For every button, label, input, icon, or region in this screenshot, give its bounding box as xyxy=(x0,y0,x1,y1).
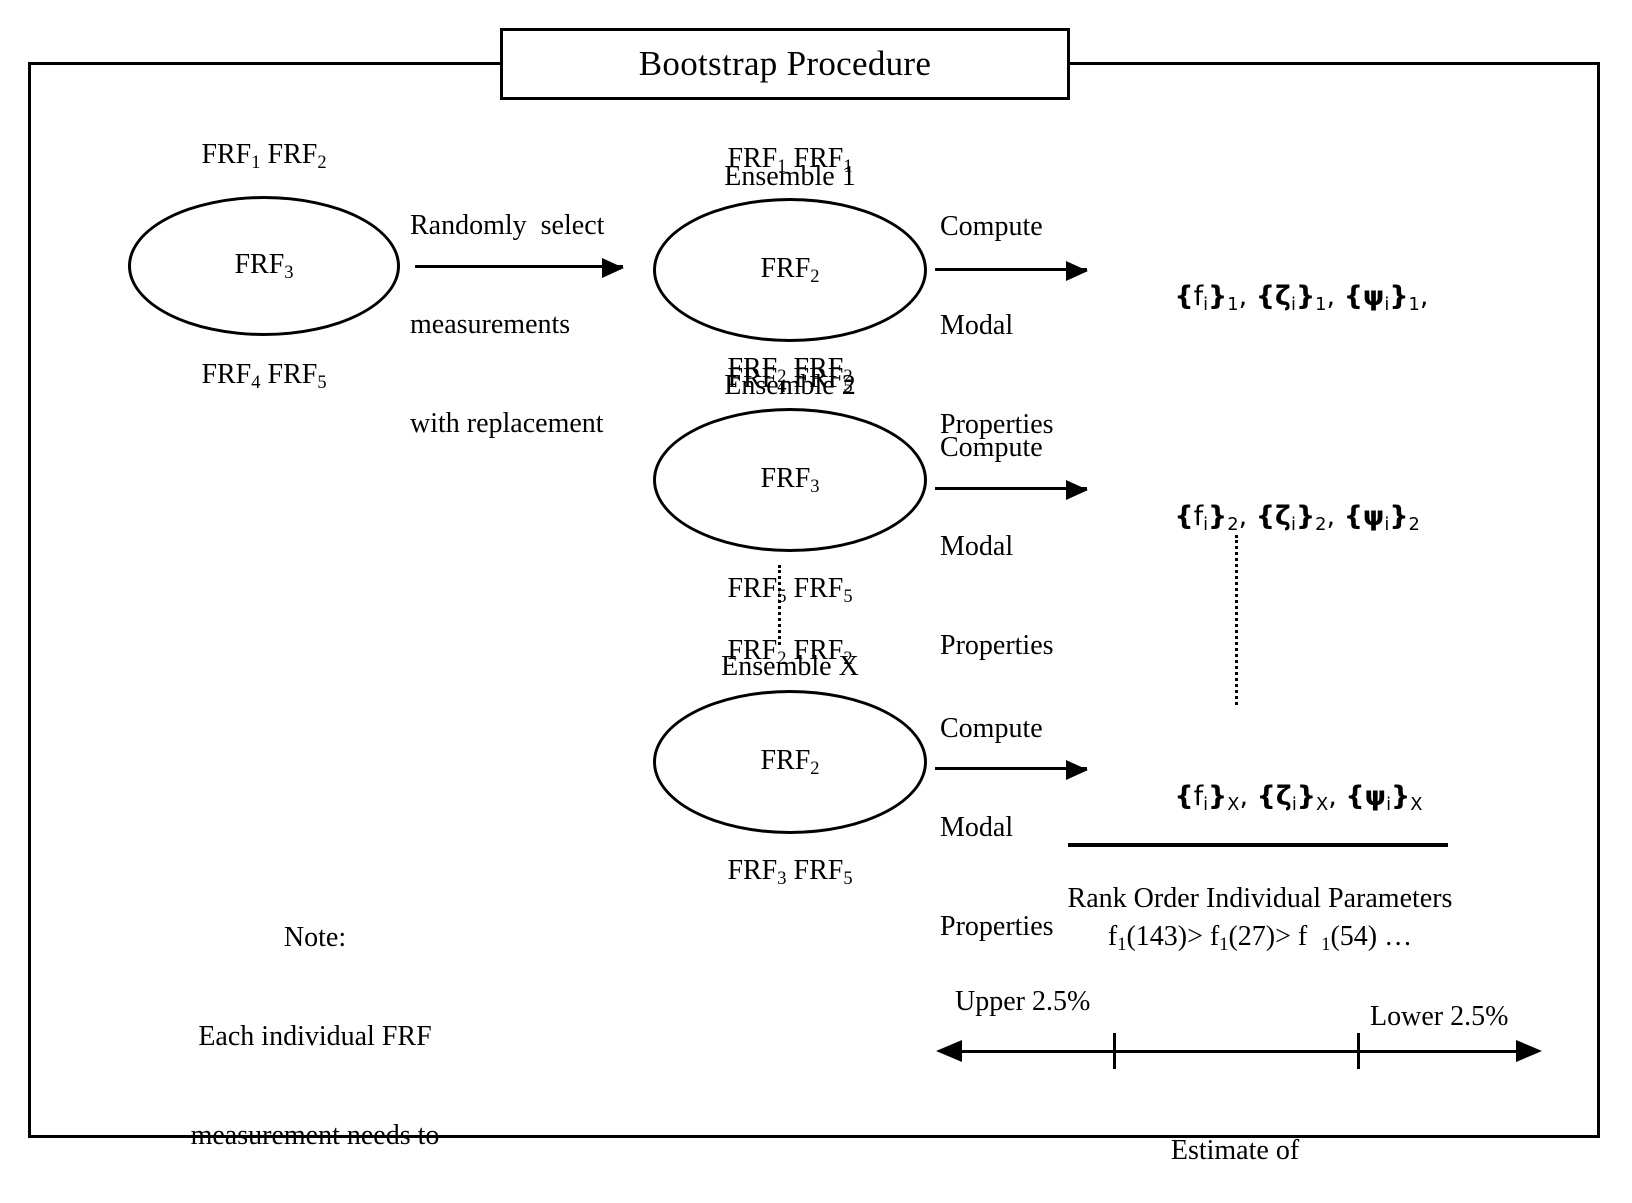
lower-bound-tick xyxy=(1357,1033,1360,1069)
rank-order-example: f1(143)> f1(27)> f 1(54) … xyxy=(1107,921,1413,955)
source-pool-row-3: FRF4 FRF5 xyxy=(201,359,327,393)
source-pool-row-2: FRF3 xyxy=(234,249,294,283)
note-line-1: Note: xyxy=(283,922,347,954)
resample-caption-line-2: measurements xyxy=(410,309,571,341)
ensemble-1-row-2: FRF2 xyxy=(760,253,820,287)
compute-label-x-line-1: Compute xyxy=(940,713,1043,745)
confidence-caption: Estimate of 95% Confidence Interval xyxy=(1000,1068,1470,1203)
ensemble-continuation-dots xyxy=(778,565,781,645)
upper-bound-tick xyxy=(1113,1033,1116,1069)
page-title: Bootstrap Procedure xyxy=(638,44,932,83)
compute-label-2-line-1: Compute xyxy=(940,432,1043,464)
ensemble-x-ellipse: FRF2 FRF2 FRF2 FRF3 FRF5 xyxy=(653,635,927,889)
lower-percentile-label: Lower 2.5% xyxy=(1370,1001,1509,1032)
ensemble-1-row-3: FRF4 FRF5 xyxy=(727,363,853,397)
note-block: Note: Each individual FRF measurement ne… xyxy=(145,855,485,1203)
source-pool-row-1: FRF1 FRF2 xyxy=(201,139,327,173)
modal-result-1: {fi}1, {ζi}1, {ψi}1, xyxy=(1174,281,1429,315)
confidence-interval-line xyxy=(960,1050,1518,1053)
compute-label-2-line-3: Properties xyxy=(940,630,1054,662)
resample-arrow xyxy=(415,258,624,278)
confidence-right-arrowhead xyxy=(1516,1040,1542,1062)
ensemble-x-label: Ensemble X xyxy=(721,651,859,682)
ensemble-1-text: FRF1 FRF1 FRF2 FRF4 FRF5 xyxy=(727,69,852,472)
upper-percentile-label: Upper 2.5% xyxy=(955,986,1091,1017)
note-line-2: Each individual FRF xyxy=(198,1021,432,1053)
resample-caption: Randomly select measurements with replac… xyxy=(410,143,660,506)
ensemble-x-text: FRF2 FRF2 FRF2 FRF3 FRF5 xyxy=(727,561,852,964)
ensemble-2-ellipse: FRF2 FRF2 FRF3 FRF5 FRF5 xyxy=(653,353,927,607)
source-frf-pool-ellipse: FRF1 FRF2 FRF3 FRF4 FRF5 xyxy=(128,139,400,393)
ensemble-2-row-2: FRF3 xyxy=(760,463,820,497)
compute-label-1-line-3: Properties xyxy=(940,409,1054,441)
compute-arrow-1 xyxy=(935,261,1088,281)
compute-label-x: Compute Modal Properties xyxy=(940,646,1120,1009)
results-divider xyxy=(1068,843,1448,847)
compute-label-x-line-2: Modal xyxy=(940,812,1014,844)
confidence-left-arrowhead xyxy=(936,1040,962,1062)
ensemble-1-row-1: FRF1 FRF1 xyxy=(727,143,853,177)
compute-label-x-line-3: Properties xyxy=(940,911,1054,943)
compute-label-1-line-2: Modal xyxy=(940,310,1014,342)
compute-label-2: Compute Modal Properties xyxy=(940,365,1120,728)
ensemble-2-row-1: FRF2 FRF2 xyxy=(727,353,853,387)
ensemble-1-label: Ensemble 1 xyxy=(724,161,856,192)
rank-order-heading: Rank Order Individual Parameters xyxy=(1067,883,1453,914)
compute-arrow-x xyxy=(935,760,1088,780)
compute-label-2-line-2: Modal xyxy=(940,531,1014,563)
result-continuation-dots xyxy=(1235,535,1238,705)
compute-label-1-line-1: Compute xyxy=(940,211,1043,243)
ensemble-2-text: FRF2 FRF2 FRF3 FRF5 FRF5 xyxy=(727,279,852,682)
resample-caption-line-3: with replacement xyxy=(410,408,604,440)
ensemble-1-ellipse: FRF1 FRF1 FRF2 FRF4 FRF5 xyxy=(653,143,927,397)
ensemble-x-row-1: FRF2 FRF2 xyxy=(727,635,853,669)
modal-result-x: {fi}X, {ζi}X, {ψi}X xyxy=(1174,781,1423,815)
resample-caption-line-1: Randomly select xyxy=(410,210,605,242)
ensemble-x-row-2: FRF2 xyxy=(760,745,820,779)
confidence-caption-line-1: Estimate of xyxy=(1170,1135,1300,1167)
ensemble-2-row-3: FRF5 FRF5 xyxy=(727,573,853,607)
modal-result-2: {fi}2, {ζi}2, {ψi}2 xyxy=(1174,501,1420,535)
source-frf-pool-text: FRF1 FRF2 FRF3 FRF4 FRF5 xyxy=(201,65,326,468)
ensemble-x-row-3: FRF3 FRF5 xyxy=(727,855,853,889)
title-box: Bootstrap Procedure xyxy=(500,28,1070,100)
compute-arrow-2 xyxy=(935,480,1088,500)
compute-label-1: Compute Modal Properties xyxy=(940,144,1120,507)
ensemble-2-label: Ensemble 2 xyxy=(724,370,856,401)
note-line-3: measurement needs to xyxy=(190,1120,440,1152)
